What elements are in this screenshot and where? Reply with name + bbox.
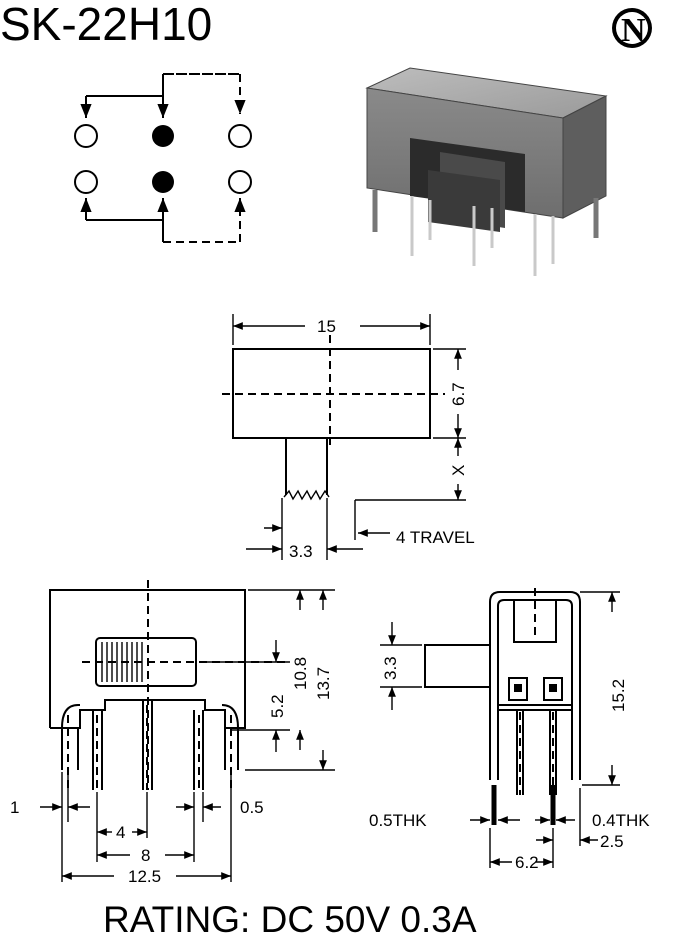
- dim-overall: 12.5: [128, 867, 161, 886]
- dim-thk-left: 0.5THK: [369, 811, 427, 830]
- dim-thk-right: 0.4THK: [592, 811, 650, 830]
- switch-photo: [365, 67, 608, 276]
- product-title: SK-22H10: [0, 0, 212, 50]
- dim-pitch: 4: [116, 823, 125, 842]
- top-view-drawing: [222, 314, 466, 560]
- dim-side-actuator: 3.3: [381, 656, 400, 680]
- svg-text:N: N: [621, 12, 646, 49]
- circuit-schematic: [74, 73, 252, 243]
- dim-pin-width-left: 1: [10, 798, 19, 817]
- dim-side-width: 6.2: [515, 853, 539, 872]
- dim-actuator-offset: X: [449, 465, 468, 476]
- dim-span: 8: [141, 846, 150, 865]
- side-view-drawing: [380, 588, 620, 868]
- brand-logo-icon: N: [612, 8, 652, 49]
- dim-front-h2: 10.8: [291, 657, 310, 690]
- dim-side-pitch: 2.5: [600, 832, 624, 851]
- dim-pin-width-right: 0.5: [240, 798, 264, 817]
- dim-top-height: 6.7: [449, 382, 468, 406]
- dim-travel: 4 TRAVEL: [396, 528, 475, 547]
- dim-side-height: 15.2: [609, 679, 628, 712]
- dim-actuator-width: 3.3: [289, 542, 313, 561]
- dim-top-width: 15: [317, 317, 336, 336]
- dim-front-h1: 5.2: [268, 694, 287, 718]
- rating-text: RATING: DC 50V 0.3A: [103, 899, 477, 939]
- dim-front-h3: 13.7: [314, 667, 333, 700]
- front-view-drawing: [40, 580, 335, 882]
